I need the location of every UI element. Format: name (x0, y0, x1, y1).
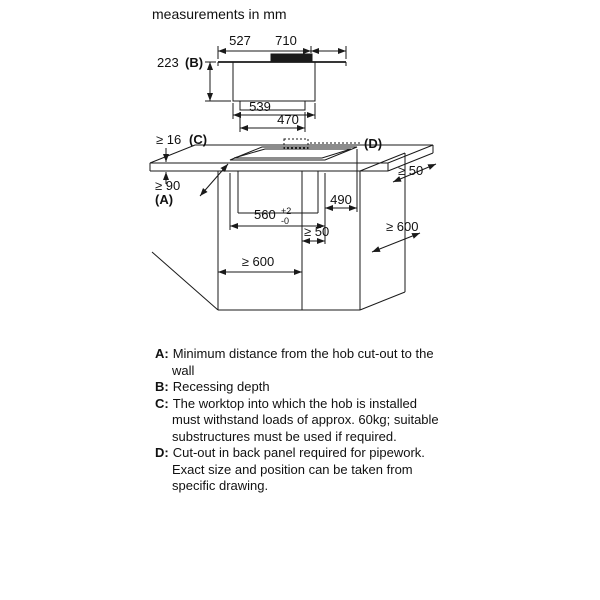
hob-under-worktop (237, 171, 319, 214)
vent-grille (270, 53, 313, 63)
legend-key-d: D: (155, 445, 169, 460)
duct-outlet (239, 101, 306, 111)
dim-50-mid-label: ≥ 50 (304, 224, 329, 239)
legend-key-c: C: (155, 395, 169, 411)
legend-key-a: A: (155, 346, 169, 361)
dim-560-tol-minus: -0 (281, 216, 289, 226)
installation-diagram: 527 710 223 (B) 539 470 ≥ 16 (C) (D) ≥ 5… (149, 33, 437, 311)
hob-casing (232, 61, 316, 102)
dim-539-label: 539 (249, 99, 271, 114)
legend-text-a: Minimum distance from the hob cut-out to… (172, 346, 434, 378)
hob-front-view (217, 53, 347, 111)
ref-d-label: (D) (364, 136, 382, 151)
dim-560-tol-plus: +2 (281, 206, 291, 216)
legend-text-c: The worktop into which the hob is instal… (172, 395, 439, 444)
dim-90-label: ≥ 90 (155, 178, 180, 193)
dim-clearance-right (392, 163, 437, 183)
legend-key-b: B: (155, 379, 169, 394)
dim-recessing-depth (205, 61, 231, 102)
base-cabinet (151, 152, 406, 311)
legend-item-c: C:The worktop into which the hob is inst… (155, 396, 447, 446)
legend: A:Minimum distance from the hob cut-out … (155, 346, 447, 495)
dim-470-label: 470 (277, 112, 299, 127)
dim-top-width (217, 46, 347, 59)
dim-cutout-depth (325, 149, 358, 212)
dim-16-label: ≥ 16 (156, 132, 181, 147)
ref-a-label: (A) (155, 192, 173, 207)
legend-text-b: Recessing depth (172, 379, 270, 394)
legend-item-d: D:Cut-out in back panel required for pip… (155, 445, 447, 495)
ref-c-label: (C) (189, 132, 207, 147)
dim-490-label: 490 (330, 192, 352, 207)
dim-560-label: 560 (254, 207, 276, 222)
dim-527-label: 527 (229, 33, 251, 48)
legend-item-a: A:Minimum distance from the hob cut-out … (155, 346, 447, 379)
ref-b-label: (B) (185, 55, 203, 70)
legend-item-b: B:Recessing depth (155, 379, 447, 396)
dim-wall-distance (199, 163, 229, 197)
dim-710-label: 710 (275, 33, 297, 48)
dim-cabinet-depth (371, 232, 421, 253)
dim-50-right-label: ≥ 50 (398, 163, 423, 178)
dim-duct-width (239, 112, 306, 132)
pipework-cutout (283, 138, 360, 149)
dim-600-right-label: ≥ 600 (386, 219, 418, 234)
dim-600-inner-label: ≥ 600 (242, 254, 274, 269)
dim-223-label: 223 (157, 55, 179, 70)
hob-cutout (229, 146, 358, 161)
page-title: measurements in mm (152, 6, 287, 22)
dim-casing-width (232, 103, 316, 119)
legend-text-d: Cut-out in back panel required for pipew… (172, 445, 425, 493)
